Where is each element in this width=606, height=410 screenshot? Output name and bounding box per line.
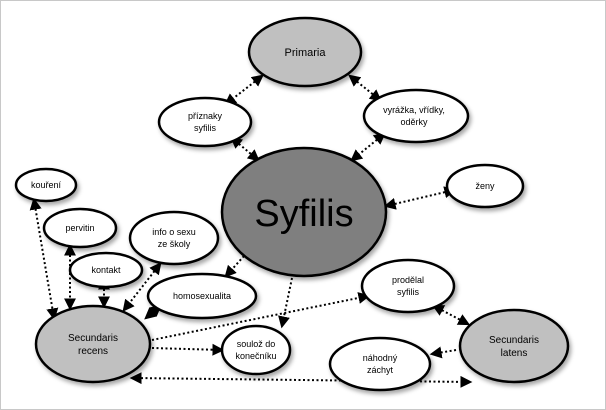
label-latens-line1: Secundaris (489, 335, 539, 346)
label-nahodny-line2: záchyt (367, 365, 394, 375)
edge-syfilis-zeny (383, 186, 457, 210)
node-homosexualita (146, 272, 258, 320)
label-primaria: Primaria (285, 47, 327, 59)
node-priznaky (157, 96, 253, 148)
label-vyrazka-line2: oděrky (400, 117, 428, 127)
edge-homosexualita-recens (144, 304, 162, 320)
node-secundaris-recens (34, 304, 152, 384)
edge-primaria-priznaky (224, 74, 264, 106)
label-zeny: ženy (475, 181, 495, 191)
node-vyrazka (362, 88, 470, 144)
edge-recens-prodelal (151, 292, 371, 341)
label-homosexualita: homosexualita (173, 291, 231, 301)
label-kontakt: kontakt (91, 265, 121, 275)
label-prodelal-line1: prodělal (392, 275, 424, 285)
edge-syfilis-homosexualita (224, 255, 245, 278)
label-priznaky-line1: příznaky (188, 111, 223, 121)
label-priznaky-line2: syfilis (194, 123, 216, 133)
label-koureni: kouření (31, 180, 62, 190)
label-pervitin: pervitin (65, 223, 94, 233)
node-primaria (247, 16, 363, 88)
edge-koureni-recens (29, 197, 59, 321)
label-prodelal-line2: syfilis (397, 287, 419, 297)
label-recens-line1: Secundaris (68, 333, 118, 344)
label-recens-line2: recens (78, 346, 108, 357)
label-syfilis: Syfilis (254, 193, 353, 235)
label-info-line2: ze školy (158, 239, 191, 249)
node-prodelal (360, 258, 456, 314)
node-koureni (14, 167, 78, 203)
label-info-line1: info o sexu (152, 227, 196, 237)
edge-vyrazka-syfilis (350, 132, 386, 162)
node-soulo (220, 324, 292, 376)
label-soulo-line2: konečníku (235, 351, 276, 361)
edge-syfilis-soulo (278, 277, 293, 329)
label-vyrazka-line1: vyrážka, vřídky, (383, 105, 445, 115)
edge-latens-nahodny (429, 346, 457, 359)
node-syfilis (220, 146, 388, 278)
label-soulo-line1: soulož do (237, 339, 276, 349)
edge-recens-soulo (151, 343, 225, 356)
edge-priznaky-syfilis (230, 136, 260, 162)
edge-prodelal-latens (431, 304, 471, 326)
edge-primaria-vyrazka (348, 74, 382, 102)
node-secundaris-latens (458, 308, 570, 384)
node-info-sexu (128, 210, 220, 266)
node-zeny (445, 163, 525, 209)
node-kontakt (68, 251, 144, 289)
label-nahodny-line1: náhodný (363, 353, 398, 363)
node-nahodny (328, 336, 432, 392)
edge-info-recens (122, 262, 162, 312)
label-latens-line2: latens (501, 348, 528, 359)
node-pervitin (42, 207, 118, 249)
